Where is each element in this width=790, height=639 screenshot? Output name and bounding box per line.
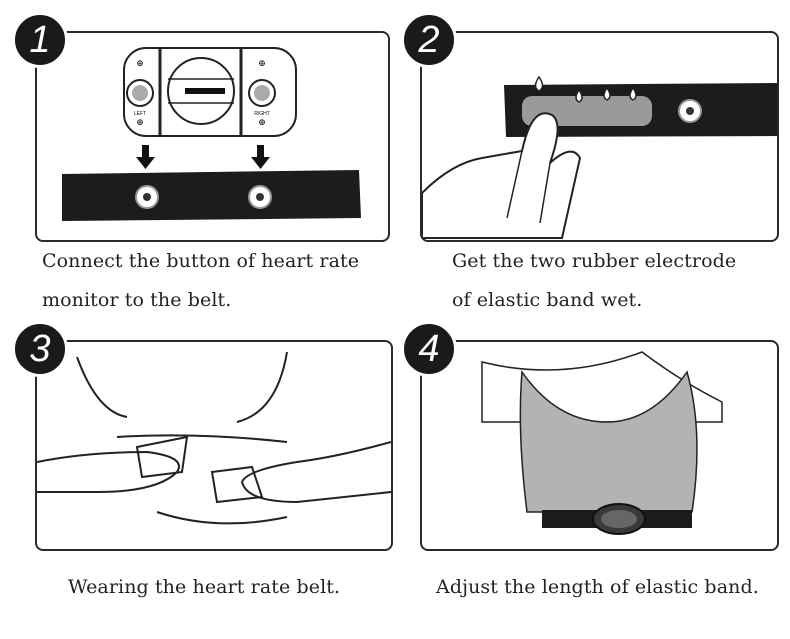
step-3-badge: 3	[12, 321, 68, 377]
step-1-badge: 1	[12, 12, 68, 68]
right-label: RIGHT	[254, 111, 270, 117]
step-2-badge: 2	[401, 12, 457, 68]
step-1-panel: ⊕ ⊕ ⊕ ⊕ LEFT RIGHT	[35, 31, 390, 242]
belt	[62, 170, 361, 221]
svg-text:⊕: ⊕	[136, 59, 144, 69]
wet-electrode-illustration	[422, 75, 777, 239]
svg-text:⊕: ⊕	[258, 59, 266, 69]
step-1-caption-line-1: Connect the button of heart rate	[42, 250, 360, 272]
arrow-down-icon	[136, 145, 155, 169]
step-1-caption-line-2: monitor to the belt.	[42, 289, 232, 311]
svg-text:⊕: ⊕	[136, 118, 144, 128]
wearing-belt-illustration	[37, 351, 391, 525]
connect-button-illustration: ⊕ ⊕ ⊕ ⊕ LEFT RIGHT	[62, 47, 361, 221]
svg-text:⊕: ⊕	[258, 118, 266, 128]
left-label: LEFT	[134, 111, 146, 117]
step-2-panel	[420, 31, 779, 242]
step-4-panel	[420, 340, 779, 551]
step-3-caption: Wearing the heart rate belt.	[68, 576, 341, 598]
step-3-panel	[35, 340, 393, 551]
step-4-badge: 4	[401, 321, 457, 377]
step-2-caption-line-2: of elastic band wet.	[452, 289, 643, 311]
arrow-down-icon	[251, 145, 270, 169]
step-2-caption-line-1: Get the two rubber electrode	[452, 250, 737, 272]
step-4-caption: Adjust the length of elastic band.	[436, 576, 759, 598]
adjust-band-illustration	[481, 351, 723, 535]
